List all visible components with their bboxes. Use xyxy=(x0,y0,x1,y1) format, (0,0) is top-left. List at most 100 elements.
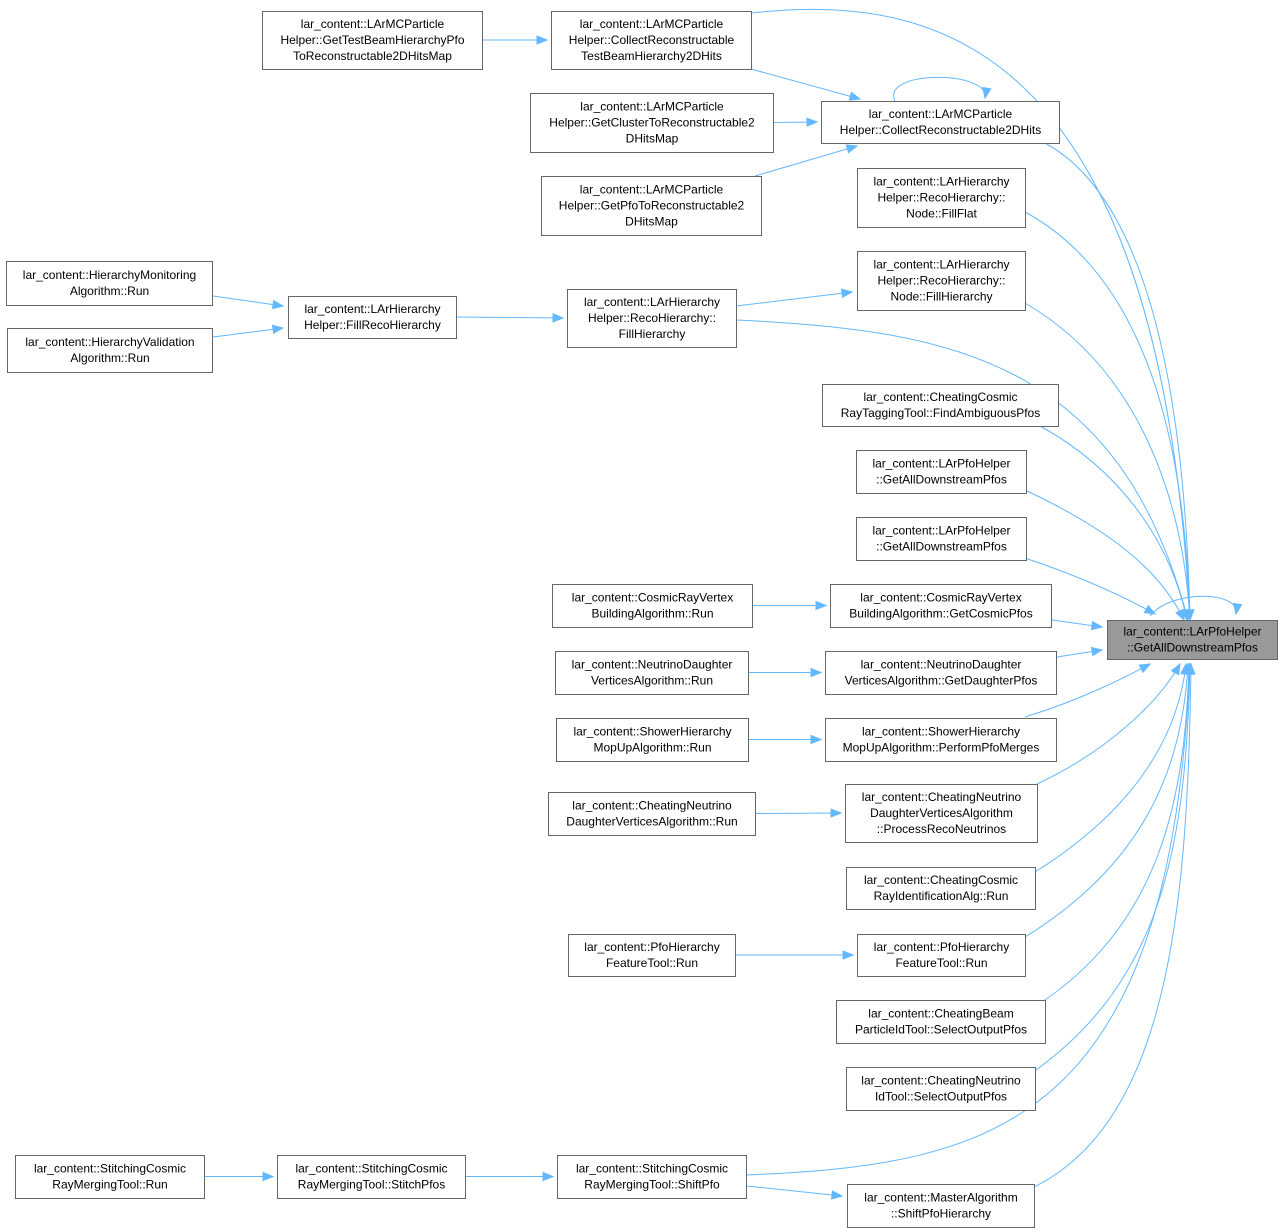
arrowhead-icon xyxy=(810,734,823,745)
arrowhead-icon xyxy=(1090,620,1104,631)
edge-hierMonRun-to-fillRecoHier xyxy=(212,295,285,310)
node-label-line: VerticesAlgorithm::GetDaughterPfos xyxy=(845,674,1038,688)
node-label-line: lar_content::PfoHierarchy xyxy=(584,940,719,954)
node-label-line: RayTaggingTool::FindAmbiguousPfos xyxy=(841,406,1040,420)
edge-getAllDS2-to-target xyxy=(1024,557,1157,615)
node-box xyxy=(856,517,1027,561)
edge-hierValRun-to-fillRecoHier xyxy=(212,324,285,338)
node-hierMonRun[interactable]: lar_content::HierarchyMonitoringAlgorith… xyxy=(6,261,213,306)
node-shmRun[interactable]: lar_content::ShowerHierarchyMopUpAlgorit… xyxy=(556,718,749,762)
node-label-line: lar_content::NeutrinoDaughter xyxy=(861,658,1022,672)
node-shmPerform[interactable]: lar_content::ShowerHierarchyMopUpAlgorit… xyxy=(825,718,1057,762)
node-crvbRun[interactable]: lar_content::CosmicRayVertexBuildingAlgo… xyxy=(552,584,753,628)
node-ndvGet[interactable]: lar_content::NeutrinoDaughterVerticesAlg… xyxy=(825,651,1057,695)
edge-line xyxy=(754,145,858,177)
edge-line xyxy=(1039,425,1188,621)
node-label-line: Helper::CollectReconstructable2DHits xyxy=(840,123,1041,137)
node-box xyxy=(552,584,753,628)
node-hierValRun[interactable]: lar_content::HierarchyValidationAlgorith… xyxy=(7,328,213,373)
node-cnidSelect[interactable]: lar_content::CheatingNeutrinoIdTool::Sel… xyxy=(846,1067,1036,1111)
node-getTestBeamMap[interactable]: lar_content::LArMCParticleHelper::GetTes… xyxy=(262,11,483,70)
edge-line xyxy=(893,76,986,102)
node-cbpSelect[interactable]: lar_content::CheatingBeamParticleIdTool:… xyxy=(836,1000,1046,1044)
edge-scmShift-to-masterShift xyxy=(745,1185,844,1200)
edge-ndvGet-to-target xyxy=(1056,646,1104,658)
node-label-line: lar_content::CheatingCosmic xyxy=(863,390,1017,404)
node-findAmbig[interactable]: lar_content::CheatingCosmicRayTaggingToo… xyxy=(822,384,1059,427)
node-label-line: Helper::RecoHierarchy:: xyxy=(877,274,1005,288)
arrowhead-icon xyxy=(841,288,854,298)
node-collectTestBeam[interactable]: lar_content::LArMCParticleHelper::Collec… xyxy=(551,11,752,70)
node-scmRun[interactable]: lar_content::StitchingCosmicRayMergingTo… xyxy=(15,1155,205,1199)
node-box xyxy=(277,1155,466,1199)
node-label-line: DHitsMap xyxy=(626,132,679,146)
arrowhead-icon xyxy=(552,313,565,323)
node-label-line: lar_content::LArPfoHelper xyxy=(872,524,1010,538)
node-label-line: lar_content::LArHierarchy xyxy=(304,302,440,316)
node-box xyxy=(557,1155,747,1199)
node-masterShift[interactable]: lar_content::MasterAlgorithm::ShiftPfoHi… xyxy=(847,1184,1035,1228)
edge-getTestBeamMap-to-collectTestBeam xyxy=(482,35,549,45)
edge-line xyxy=(1024,302,1191,621)
node-fillFlat[interactable]: lar_content::LArHierarchyHelper::RecoHie… xyxy=(857,168,1026,228)
node-label-line: BuildingAlgorithm::GetCosmicPfos xyxy=(849,607,1032,621)
edge-phfRun-to-phfRun2 xyxy=(735,950,855,960)
node-phfRun2[interactable]: lar_content::PfoHierarchyFeatureTool::Ru… xyxy=(857,934,1026,977)
node-crvbGet[interactable]: lar_content::CosmicRayVertexBuildingAlgo… xyxy=(830,584,1052,628)
node-label-line: lar_content::CheatingNeutrino xyxy=(572,799,732,813)
node-label-line: lar_content::CheatingNeutrino xyxy=(861,1074,1021,1088)
arrowhead-icon xyxy=(848,91,862,101)
node-label-line: lar_content::LArHierarchy xyxy=(873,258,1009,272)
node-collectRecon[interactable]: lar_content::LArMCParticleHelper::Collec… xyxy=(821,101,1060,144)
edge-cndvProcess-to-target xyxy=(1036,662,1181,785)
node-getPfoMap[interactable]: lar_content::LArMCParticleHelper::GetPfo… xyxy=(541,176,762,236)
node-label-line: ::GetAllDownstreamPfos xyxy=(1127,641,1258,655)
node-getAllDS2[interactable]: lar_content::LArPfoHelper::GetAllDownstr… xyxy=(856,517,1027,561)
node-cndvProcess[interactable]: lar_content::CheatingNeutrinoDaughterVer… xyxy=(845,784,1038,843)
node-getAllDS1[interactable]: lar_content::LArPfoHelper::GetAllDownstr… xyxy=(856,450,1027,494)
node-ndvRun[interactable]: lar_content::NeutrinoDaughterVerticesAlg… xyxy=(555,651,749,695)
arrowhead-icon xyxy=(815,600,828,611)
node-fillRecoHier[interactable]: lar_content::LArHierarchyHelper::FillRec… xyxy=(288,296,457,339)
node-label-line: Helper::GetTestBeamHierarchyPfo xyxy=(280,33,464,47)
arrowhead-icon xyxy=(262,1171,275,1182)
edge-recoFillHier-to-nodeFillHier xyxy=(735,288,854,307)
arrowhead-icon xyxy=(810,667,823,678)
node-scmShift[interactable]: lar_content::StitchingCosmicRayMergingTo… xyxy=(557,1155,747,1199)
arrowhead-icon xyxy=(271,299,285,310)
node-label-line: ToReconstructable2DHitsMap xyxy=(293,49,452,63)
node-label-line: RayMergingTool::ShiftPfo xyxy=(584,1178,720,1192)
node-label-line: RayIdentificationAlg::Run xyxy=(874,889,1009,903)
node-box xyxy=(288,296,457,339)
node-label-line: lar_content::CosmicRayVertex xyxy=(572,591,733,605)
arrowhead-icon xyxy=(1170,662,1181,676)
node-label-line: DHitsMap xyxy=(625,215,678,229)
node-label-line: lar_content::StitchingCosmic xyxy=(295,1162,447,1176)
node-label-line: lar_content::ShowerHierarchy xyxy=(573,725,731,739)
node-label-line: lar_content::MasterAlgorithm xyxy=(864,1191,1017,1205)
node-box xyxy=(541,176,762,236)
node-box xyxy=(825,651,1057,695)
node-recoFillHier[interactable]: lar_content::LArHierarchyHelper::RecoHie… xyxy=(567,289,737,348)
node-label-line: lar_content::LArMCParticle xyxy=(580,100,724,114)
arrowhead-icon xyxy=(831,1190,844,1200)
node-scmStitch[interactable]: lar_content::StitchingCosmicRayMergingTo… xyxy=(277,1155,466,1199)
node-box xyxy=(822,384,1059,427)
edge-line xyxy=(1024,663,1189,938)
node-getClusterMap[interactable]: lar_content::LArMCParticleHelper::GetClu… xyxy=(530,93,774,153)
edge-collectTestBeam-to-collectRecon xyxy=(750,68,862,101)
edge-shmPerform-to-target xyxy=(1024,663,1152,718)
node-target[interactable]: lar_content::LArPfoHelper::GetAllDownstr… xyxy=(1107,620,1278,660)
node-label-line: Helper::CollectReconstructable xyxy=(569,33,735,47)
node-nodeFillHier[interactable]: lar_content::LArHierarchyHelper::RecoHie… xyxy=(857,251,1026,311)
node-ccriRun[interactable]: lar_content::CheatingCosmicRayIdentifica… xyxy=(846,867,1036,910)
node-box xyxy=(847,1184,1035,1228)
node-phfRun[interactable]: lar_content::PfoHierarchyFeatureTool::Ru… xyxy=(568,934,736,977)
node-label-line: ::GetAllDownstreamPfos xyxy=(876,473,1007,487)
node-label-line: lar_content::CosmicRayVertex xyxy=(860,591,1021,605)
node-label-line: lar_content::LArMCParticle xyxy=(580,17,724,31)
node-cndvRun[interactable]: lar_content::CheatingNeutrinoDaughterVer… xyxy=(548,792,756,836)
arrowhead-icon xyxy=(271,324,285,335)
edge-line xyxy=(1035,663,1191,1071)
edge-line xyxy=(1044,142,1191,621)
